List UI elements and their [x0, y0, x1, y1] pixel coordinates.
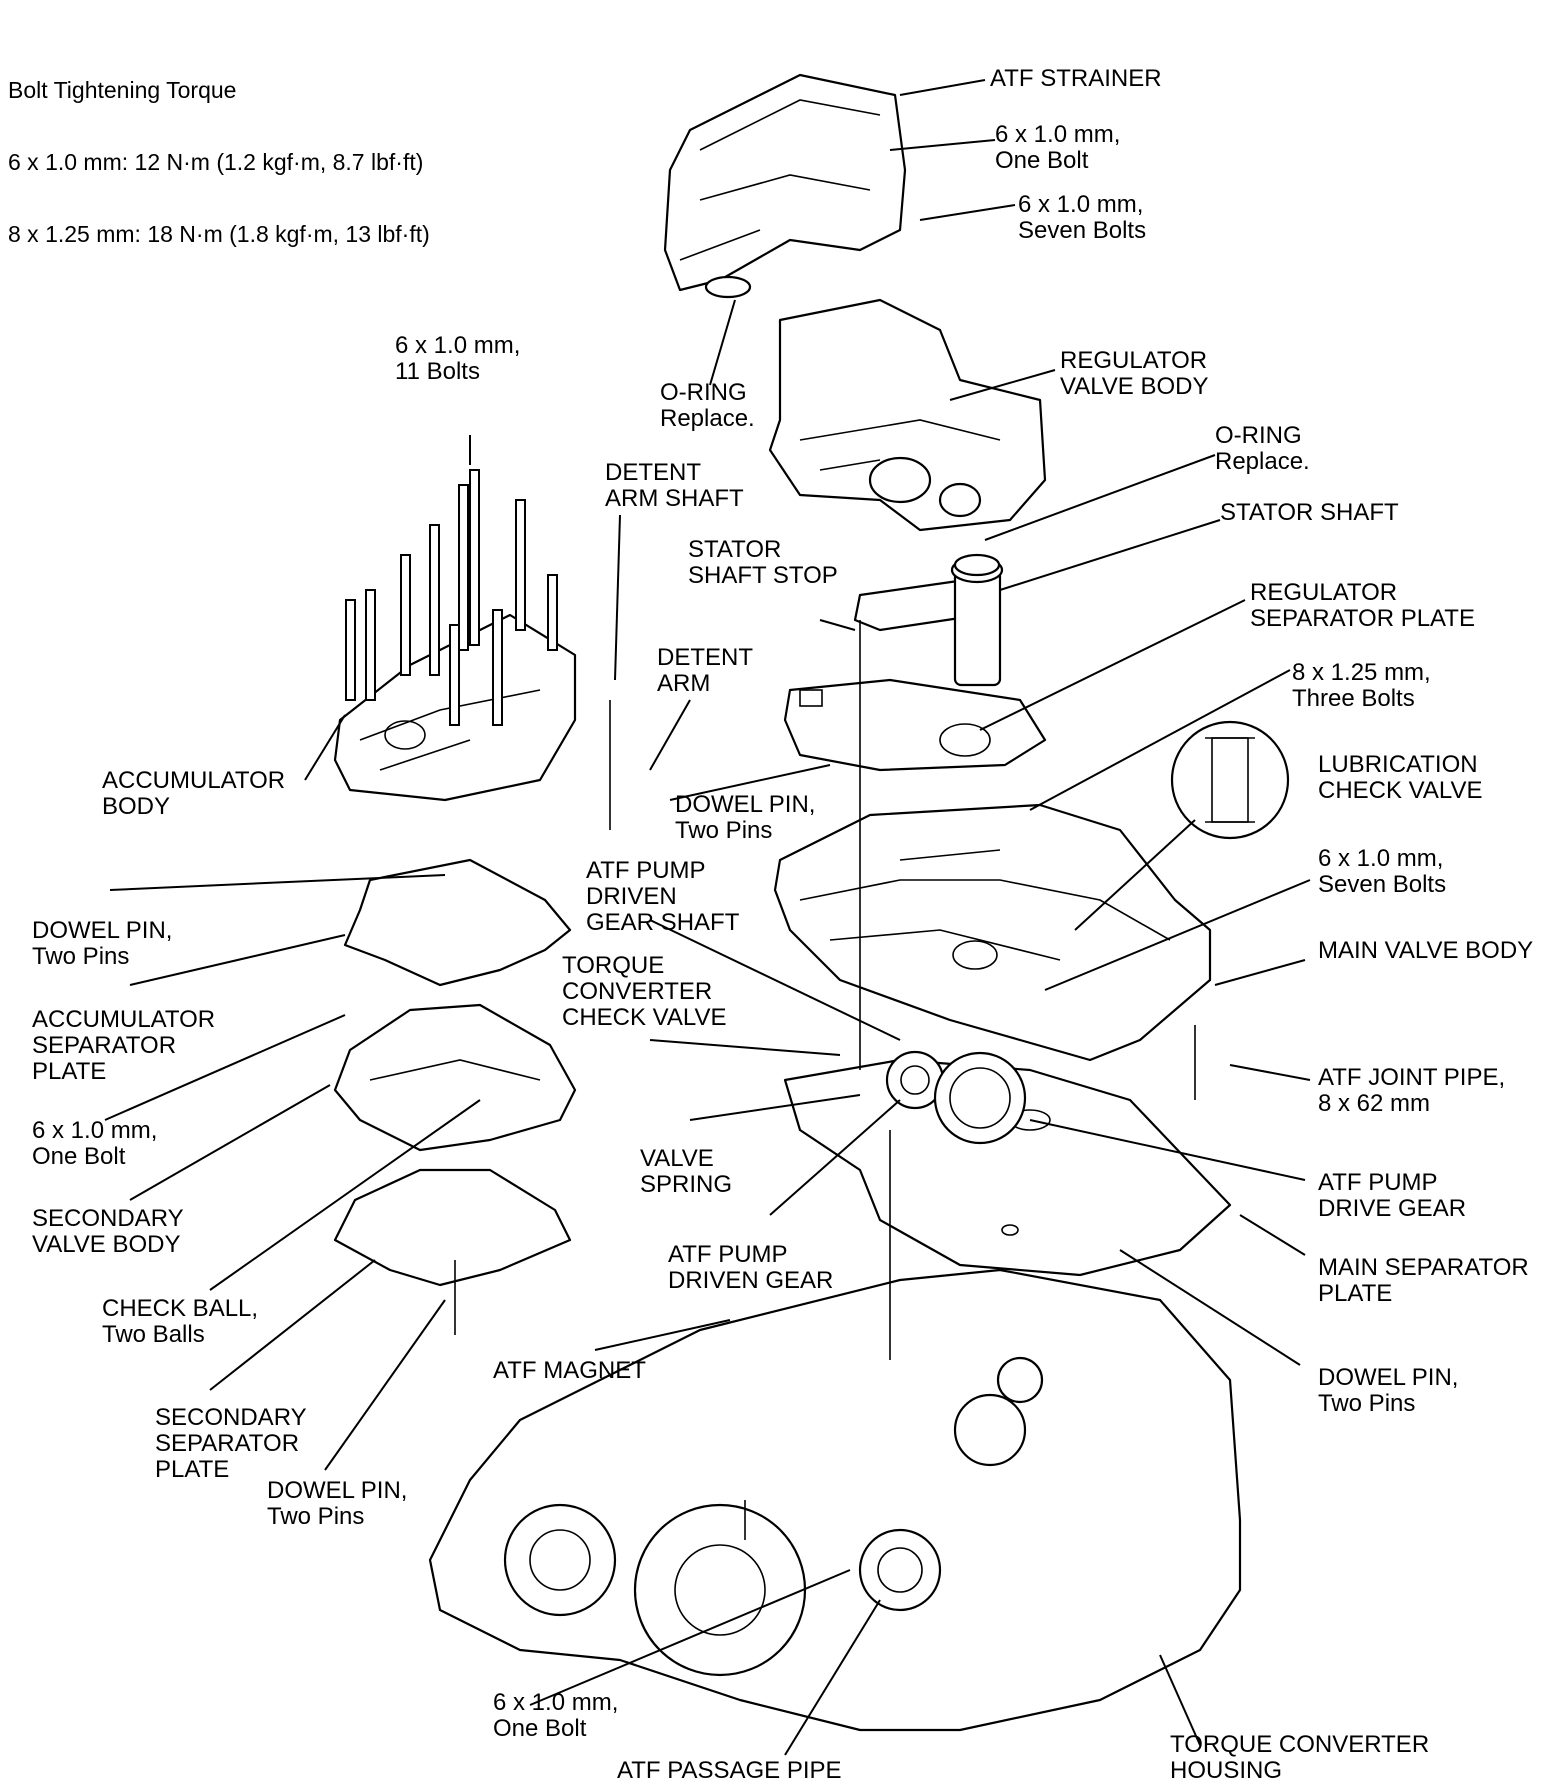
atf-pump-gears — [885, 1050, 1027, 1145]
torque-spec-line-1: 6 x 1.0 mm: 12 N·m (1.2 kgf·m, 8.7 lbf·f… — [8, 149, 424, 175]
secondary-valve-body — [333, 1003, 577, 1152]
regulator-valve-body — [768, 298, 1047, 532]
label-secondary-bolt: 6 x 1.0 mm, One Bolt — [32, 1117, 158, 1170]
label-atf-joint-pipe: ATF JOINT PIPE, 8 x 62 mm — [1318, 1064, 1506, 1117]
label-main-valve-body: MAIN VALVE BODY — [1318, 937, 1534, 964]
label-lubrication-check-valve: LUBRICATION CHECK VALVE — [1318, 751, 1483, 804]
label-atf-pump-driven-gear: ATF PUMP DRIVEN GEAR — [668, 1241, 834, 1294]
label-strainer-bolt: 6 x 1.0 mm, One Bolt — [995, 121, 1121, 174]
label-atf-pump-driven-gear-shaft: ATF PUMP DRIVEN GEAR SHAFT — [586, 857, 740, 936]
label-torque-converter-housing: TORQUE CONVERTER HOUSING — [1170, 1731, 1430, 1784]
label-detent-arm: DETENT ARM — [657, 644, 753, 697]
torque-spec-title: Bolt Tightening Torque — [8, 77, 237, 103]
label-atf-magnet: ATF MAGNET — [493, 1357, 646, 1384]
label-regulator-separator-plate: REGULATOR SEPARATOR PLATE — [1250, 579, 1475, 632]
alignment-lines — [454, 620, 1196, 1540]
label-dowel-pin-right: DOWEL PIN, Two Pins — [1318, 1364, 1459, 1417]
label-dowel-pin-bottom: DOWEL PIN, Two Pins — [267, 1477, 408, 1530]
label-oring-strainer: O-RING Replace. — [660, 379, 755, 432]
label-check-ball: CHECK BALL, Two Balls — [102, 1295, 259, 1348]
label-atf-passage-pipe: ATF PASSAGE PIPE — [617, 1757, 842, 1784]
stator-shaft — [853, 553, 1004, 687]
label-regulator-valve-body: REGULATOR VALVE BODY — [1060, 347, 1209, 400]
torque-converter-housing — [428, 1268, 1242, 1732]
label-stator-shaft: STATOR SHAFT — [1220, 499, 1399, 526]
label-atf-strainer: ATF STRAINER — [990, 65, 1162, 92]
label-pipe-bolt: 6 x 1.0 mm, One Bolt — [493, 1689, 619, 1742]
secondary-separator-plate — [333, 1168, 572, 1287]
leader-lines — [104, 79, 1311, 1756]
label-main-body-bolts-8: 8 x 1.25 mm, Three Bolts — [1292, 659, 1431, 712]
label-main-body-bolts-6: 6 x 1.0 mm, Seven Bolts — [1318, 845, 1447, 898]
label-dowel-pin-upper: DOWEL PIN, Two Pins — [675, 791, 816, 844]
label-torque-converter-check-valve: TORQUE CONVERTER CHECK VALVE — [562, 952, 727, 1031]
label-main-separator-plate: MAIN SEPARATOR PLATE — [1318, 1254, 1529, 1307]
label-atf-pump-drive-gear: ATF PUMP DRIVE GEAR — [1318, 1169, 1467, 1222]
label-secondary-separator-plate: SECONDARY SEPARATOR PLATE — [155, 1404, 307, 1483]
label-regulator-bolts: 6 x 1.0 mm, Seven Bolts — [1018, 191, 1147, 244]
label-detent-arm-shaft: DETENT ARM SHAFT — [605, 459, 744, 512]
label-accumulator-bolts: 6 x 1.0 mm, 11 Bolts — [395, 332, 521, 385]
torque-spec-line-2: 8 x 1.25 mm: 18 N·m (1.8 kgf·m, 13 lbf·f… — [8, 221, 430, 247]
accumulator-separator-plate — [343, 858, 572, 987]
label-stator-shaft-stop: STATOR SHAFT STOP — [688, 536, 838, 589]
label-secondary-valve-body: SECONDARY VALVE BODY — [32, 1205, 184, 1258]
label-accumulator-body: ACCUMULATOR BODY — [102, 767, 286, 820]
torque-spec: Bolt Tightening Torque 6 x 1.0 mm: 12 N·… — [8, 30, 430, 294]
regulator-separator-plate — [783, 678, 1047, 772]
lubrication-check-valve-detail — [1074, 720, 1290, 931]
label-valve-spring: VALVE SPRING — [640, 1145, 733, 1198]
label-dowel-pin-left: DOWEL PIN, Two Pins — [32, 917, 173, 970]
main-valve-body — [773, 803, 1212, 1062]
accumulator-bolts — [345, 469, 558, 726]
label-accumulator-separator-plate: ACCUMULATOR SEPARATOR PLATE — [32, 1006, 216, 1085]
label-oring-stator: O-RING Replace. — [1215, 422, 1310, 475]
atf-strainer — [663, 73, 907, 299]
